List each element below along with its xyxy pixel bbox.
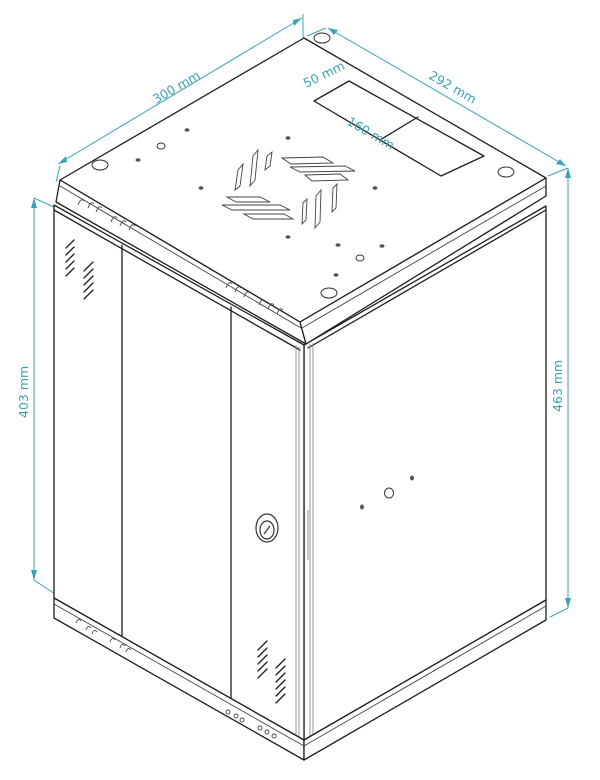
bottom-side-plinth <box>303 599 547 761</box>
top-vent-slots <box>221 148 356 230</box>
cabinet-body <box>53 37 547 761</box>
door-vent-upper <box>65 239 94 300</box>
door-vent-lower <box>257 640 286 704</box>
door-details <box>65 239 414 739</box>
top-corner-hole <box>497 166 515 178</box>
door-lock-icon <box>255 513 279 543</box>
top-corner-hole <box>313 32 331 44</box>
side-lock-screw <box>384 487 394 499</box>
top-side-lip <box>299 177 547 345</box>
top-corner-hole <box>91 159 109 171</box>
front-lip-hooks <box>77 199 284 315</box>
dim-door-height-label: 403 mm <box>16 366 31 418</box>
dim-total-height-label: 463 mm <box>550 360 565 412</box>
top-details <box>77 32 515 315</box>
bottom-hooks <box>75 618 277 739</box>
top-bolt <box>355 254 365 262</box>
top-corner-hole <box>320 287 338 299</box>
dim-width-label: 300 mm <box>150 68 203 107</box>
top-bolt <box>156 142 166 150</box>
